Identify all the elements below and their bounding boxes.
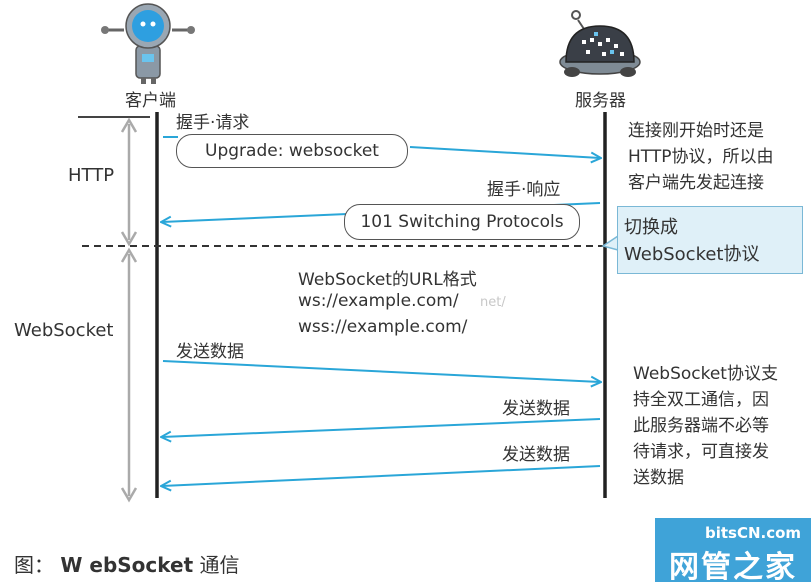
arrow-send-1	[162, 360, 600, 382]
send-data-label-2: 发送数据	[502, 399, 570, 419]
site-logo	[655, 518, 811, 582]
arrow-handshake-request	[163, 136, 600, 158]
arrow-send-2	[162, 418, 601, 437]
server-robot-icon	[559, 10, 641, 77]
caption-suffix: 通信	[199, 553, 240, 577]
callout-pointer	[601, 235, 619, 251]
handshake-request-label: 握手·请求	[176, 113, 250, 133]
arrow-send-3	[162, 465, 601, 486]
logo-domain: bitsCN.com	[705, 524, 802, 542]
figure-caption: 图： W ebSocket 通信	[14, 549, 240, 578]
full-duplex-note-line: 送数据	[633, 468, 684, 488]
logo-name: 网管之家	[669, 550, 797, 585]
send-data-label-1: 发送数据	[176, 342, 244, 362]
switching-protocols-text: 101 Switching Protocols	[360, 212, 564, 232]
switching-protocols-box: 101 Switching Protocols	[344, 204, 580, 240]
http-phase-label: HTTP	[68, 165, 115, 186]
url-format-title: WebSocket的URL格式	[298, 270, 477, 290]
server-label: 服务器	[575, 91, 626, 111]
callout-line-1: 切换成	[624, 217, 678, 238]
full-duplex-note-line: 此服务器端不必等	[633, 416, 769, 436]
http-start-note-line: 客户端先发起连接	[628, 173, 764, 193]
client-robot-icon	[101, 3, 195, 84]
watermark-text: net/	[480, 295, 506, 310]
send-data-label-3: 发送数据	[502, 445, 570, 465]
http-start-note-line: 连接刚开始时还是	[628, 121, 764, 141]
full-duplex-note: WebSocket协议支 持全双工通信，因 此服务器端不必等 待请求，可直接发 …	[633, 361, 778, 491]
http-start-note: 连接刚开始时还是 HTTP协议，所以由 客户端先发起连接	[628, 118, 774, 196]
upgrade-header-box: Upgrade: websocket	[176, 134, 408, 168]
websocket-phase-label: WebSocket	[14, 320, 114, 341]
url-ws: ws://example.com/	[298, 291, 459, 311]
client-label: 客户端	[125, 91, 176, 111]
callout-line-2: WebSocket协议	[624, 244, 760, 265]
caption-prefix: 图：	[14, 553, 54, 577]
full-duplex-note-line: 待请求，可直接发	[633, 442, 769, 462]
caption-bold: W ebSocket	[60, 553, 194, 577]
http-phase-bracket	[120, 117, 138, 247]
full-duplex-note-line: WebSocket协议支	[633, 364, 778, 384]
url-wss: wss://example.com/	[298, 317, 468, 337]
http-start-note-line: HTTP协议，所以由	[628, 147, 774, 167]
websocket-phase-bracket	[120, 247, 138, 503]
upgrade-header-text: Upgrade: websocket	[205, 141, 379, 161]
full-duplex-note-line: 持全双工通信，因	[633, 390, 769, 410]
protocol-switch-callout	[617, 206, 803, 274]
handshake-response-label: 握手·响应	[487, 180, 561, 200]
